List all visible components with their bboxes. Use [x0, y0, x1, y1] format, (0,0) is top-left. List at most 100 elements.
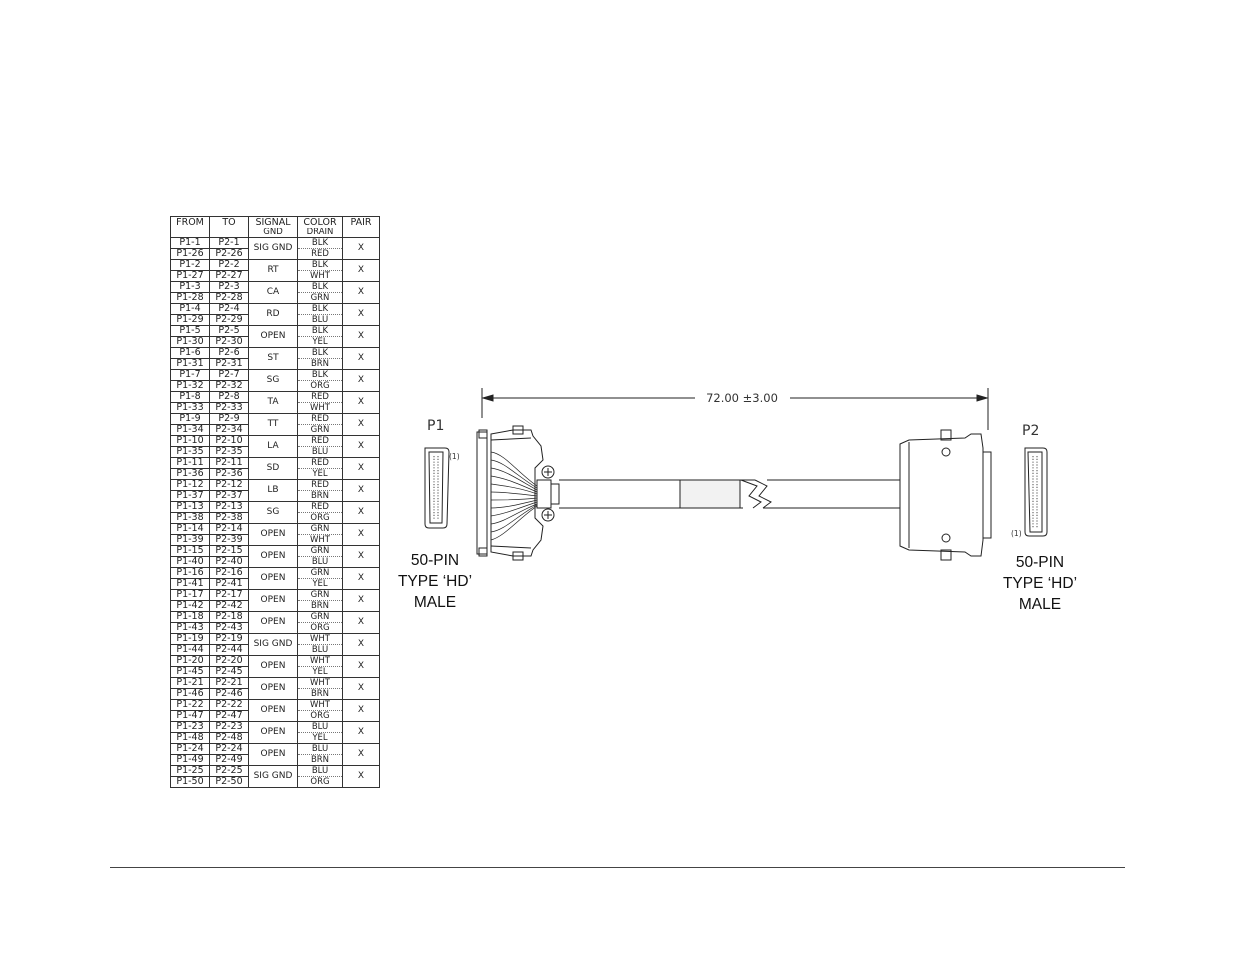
cell-color: RED	[297, 479, 343, 491]
header-signal-gnd: GND	[248, 228, 298, 238]
cell-to: P2-1	[209, 237, 249, 249]
cell-to: P2-9	[209, 413, 249, 425]
cell-to: P2-19	[209, 633, 249, 645]
cell-to: P2-12	[209, 479, 249, 491]
cell-from: P1-32	[170, 380, 210, 392]
cell-to: P2-36	[209, 468, 249, 480]
cell-from: P1-21	[170, 677, 210, 689]
cell-to: P2-40	[209, 556, 249, 568]
cell-color: YEL	[297, 336, 343, 348]
cell-to: P2-20	[209, 655, 249, 667]
cell-color: BLK	[297, 303, 343, 315]
cell-color: WHT	[297, 633, 343, 645]
cell-color: BLU	[297, 556, 343, 568]
cell-color: WHT	[297, 534, 343, 546]
cell-pair: X	[342, 633, 380, 656]
cell-to: P2-32	[209, 380, 249, 392]
cell-from: P1-37	[170, 490, 210, 502]
cell-from: P1-19	[170, 633, 210, 645]
cell-color: RED	[297, 413, 343, 425]
cell-from: P1-26	[170, 248, 210, 260]
cell-to: P2-26	[209, 248, 249, 260]
cell-pair: X	[342, 699, 380, 722]
cell-color: YEL	[297, 578, 343, 590]
p1-title-line-3: MALE	[413, 594, 457, 611]
cell-color: ORG	[297, 776, 343, 788]
cell-color: ORG	[297, 380, 343, 392]
cell-from: P1-11	[170, 457, 210, 469]
cell-pair: X	[342, 721, 380, 744]
cell-color: GRN	[297, 611, 343, 623]
cell-to: P2-24	[209, 743, 249, 755]
p1-wire-fan	[490, 451, 538, 541]
cell-from: P1-20	[170, 655, 210, 667]
cell-color: WHT	[297, 655, 343, 667]
cell-from: P1-14	[170, 523, 210, 535]
cell-from: P1-18	[170, 611, 210, 623]
cell-to: P2-27	[209, 270, 249, 282]
p2-pin-rows	[1032, 456, 1038, 528]
cell-from: P1-31	[170, 358, 210, 370]
cell-to: P2-37	[209, 490, 249, 502]
cell-from: P1-8	[170, 391, 210, 403]
cell-signal: RT	[248, 259, 298, 282]
cell-to: P2-34	[209, 424, 249, 436]
p1-title-line-1: 50-PIN	[410, 552, 460, 569]
cell-to: P2-16	[209, 567, 249, 579]
cell-to: P2-10	[209, 435, 249, 447]
cell-to: P2-15	[209, 545, 249, 557]
dimension-arrow-right	[976, 394, 989, 402]
cell-to: P2-43	[209, 622, 249, 634]
cell-signal: OPEN	[248, 743, 298, 766]
subheader-from	[170, 228, 210, 238]
cable-body	[559, 479, 900, 509]
cell-to: P2-35	[209, 446, 249, 458]
cell-to: P2-4	[209, 303, 249, 315]
cell-signal: OPEN	[248, 567, 298, 590]
cell-to: P2-44	[209, 644, 249, 656]
cell-color: RED	[297, 457, 343, 469]
cell-signal: LB	[248, 479, 298, 502]
cable-drawing: 72.00 ±3.00 P1 (1) P2 (1)	[405, 368, 1090, 705]
cell-pair: X	[342, 655, 380, 678]
cell-color: YEL	[297, 468, 343, 480]
cell-pair: X	[342, 281, 380, 304]
cell-color: YEL	[297, 732, 343, 744]
cell-pair: X	[342, 413, 380, 436]
cell-to: P2-22	[209, 699, 249, 711]
cell-signal: OPEN	[248, 545, 298, 568]
cell-signal: SD	[248, 457, 298, 480]
subheader-to	[209, 228, 249, 238]
cell-pair: X	[342, 479, 380, 502]
cell-to: P2-14	[209, 523, 249, 535]
cell-from: P1-39	[170, 534, 210, 546]
cell-color: BLK	[297, 281, 343, 293]
cell-from: P1-27	[170, 270, 210, 282]
cell-pair: X	[342, 325, 380, 348]
cell-to: P2-50	[209, 776, 249, 788]
cell-color: BLU	[297, 446, 343, 458]
cell-to: P2-42	[209, 600, 249, 612]
p1-title-line-2: TYPE ‘HD’	[397, 573, 473, 590]
cell-pair: X	[342, 523, 380, 546]
cell-from: P1-10	[170, 435, 210, 447]
cell-pair: X	[342, 677, 380, 700]
cell-to: P2-48	[209, 732, 249, 744]
cell-pair: X	[342, 259, 380, 282]
cell-color: BLK	[297, 369, 343, 381]
cell-from: P1-38	[170, 512, 210, 524]
cell-signal: OPEN	[248, 589, 298, 612]
